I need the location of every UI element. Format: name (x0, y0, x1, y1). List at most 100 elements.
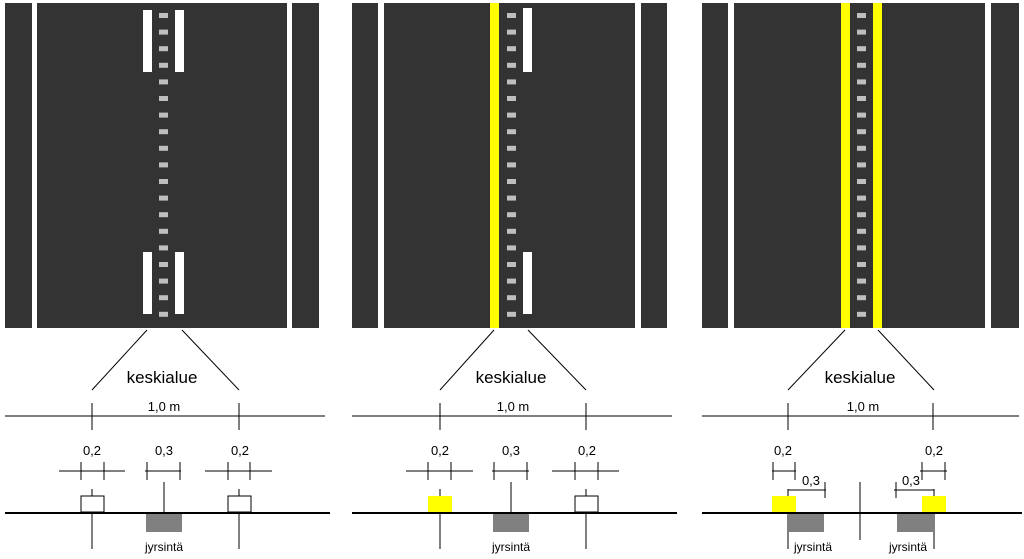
rumble-dash (857, 145, 866, 151)
rumble-dash (857, 245, 866, 251)
center-zone-label: keskialue (825, 368, 896, 387)
right-line-width-label: 0,2 (231, 443, 249, 458)
center-zone-width-label: 1,0 m (497, 399, 530, 414)
right-milling-label: jyrsintä (888, 540, 927, 554)
rumble-dash (507, 96, 516, 101)
center-zone-label: keskialue (127, 368, 198, 387)
zoom-line-right (877, 329, 935, 391)
left-marking-profile (428, 496, 452, 512)
left-edge-line-bottom (143, 252, 152, 314)
center-zone-zoom: keskialue (787, 329, 935, 391)
rumble-dash (159, 195, 168, 201)
rumble-dash (857, 29, 866, 35)
rumble-dash (507, 162, 516, 168)
right-line-width-label: 0,2 (578, 443, 596, 458)
milling-profile (493, 514, 529, 532)
rumble-dash (857, 195, 866, 201)
rumble-dash (159, 179, 168, 184)
rumble-dash (857, 46, 866, 52)
rumble-dash (857, 13, 866, 18)
zoom-line-left (787, 329, 846, 391)
yellow-center-line-left (841, 3, 850, 328)
center-zone-width-label: 1,0 m (847, 399, 880, 414)
left-line-width-label: 0,2 (431, 443, 449, 458)
rumble-dash (507, 278, 516, 284)
road-plan-view (702, 3, 1019, 328)
rumble-dash (159, 228, 168, 234)
rumble-dash (159, 295, 168, 301)
right-milling-width-label: 0,3 (902, 473, 920, 488)
rumble-dash (507, 245, 516, 251)
road-plan-view (5, 3, 319, 328)
milling-label: jyrsintä (144, 540, 183, 554)
yellow-center-line (490, 3, 499, 328)
panel-yellow-white: keskialue 1,0 m 0,2 0,3 0,2 (352, 3, 677, 554)
rumble-dash (507, 295, 516, 301)
left-milling-label: jyrsintä (793, 540, 832, 554)
right-shoulder (292, 3, 319, 328)
rumble-dash (159, 62, 168, 68)
rumble-dash (159, 29, 168, 35)
cross-section: jyrsintä (352, 482, 677, 554)
rumble-dash (857, 278, 866, 284)
rumble-strip (857, 13, 866, 317)
left-shoulder (702, 3, 728, 328)
rumble-dash (507, 179, 516, 184)
yellow-center-line-right (873, 3, 882, 328)
zoom-line-left (439, 329, 495, 391)
left-line-width-label: 0,2 (774, 443, 792, 458)
rumble-dash (507, 62, 516, 68)
rumble-dash (159, 262, 168, 267)
milling-width-label: 0,3 (502, 443, 520, 458)
rumble-dash (507, 79, 516, 85)
right-milling-profile (897, 514, 934, 532)
right-line-width-label: 0,2 (925, 443, 943, 458)
rumble-dash (857, 129, 866, 135)
rumble-dash (159, 79, 168, 85)
rumble-dash (159, 112, 168, 118)
center-zone-zoom: keskialue (439, 329, 587, 391)
rumble-dash (507, 46, 516, 52)
center-zone-width-dimension: 1,0 m (702, 399, 1019, 430)
rumble-dash (507, 13, 516, 18)
rumble-dash (857, 179, 866, 184)
center-zone-label: keskialue (476, 368, 547, 387)
rumble-dash (857, 212, 866, 218)
rumble-dash (857, 228, 866, 234)
rumble-dash (507, 262, 516, 267)
center-zone-width-dimension: 1,0 m (352, 399, 672, 430)
panel-white-white: keskialue 1,0 m 0,2 0,3 0,2 (5, 3, 330, 554)
zoom-line-right (527, 329, 587, 391)
milling-width-label: 0,3 (155, 443, 173, 458)
rumble-strip (159, 13, 168, 317)
rumble-dash (857, 112, 866, 118)
rumble-dash (507, 129, 516, 135)
right-edge-line-top (175, 10, 184, 72)
rumble-dash (159, 46, 168, 52)
right-edge-line-top (523, 8, 532, 72)
rumble-dash (857, 79, 866, 85)
center-zone-zoom: keskialue (91, 329, 240, 391)
right-marking-profile (227, 495, 252, 513)
right-shoulder (641, 3, 667, 328)
rumble-dash (857, 311, 866, 317)
rumble-dash (159, 245, 168, 251)
rumble-dash (507, 29, 516, 35)
left-shoulder (352, 3, 378, 328)
rumble-dash (507, 112, 516, 118)
rumble-dash (507, 228, 516, 234)
rumble-dash (857, 295, 866, 301)
left-marking-profile (772, 496, 796, 512)
cross-section: jyrsintä (5, 482, 330, 554)
cross-section: jyrsintä jyrsintä (702, 482, 1022, 554)
rumble-strip (507, 13, 516, 317)
rumble-dash (159, 212, 168, 218)
rumble-dash (159, 129, 168, 135)
rumble-dash (507, 145, 516, 151)
zoom-line-left (91, 329, 148, 391)
road-plan-view (352, 3, 667, 328)
rumble-dash (159, 145, 168, 151)
marking-width-dimensions: 0,2 0,3 0,2 (406, 443, 619, 480)
rumble-dash (159, 13, 168, 18)
